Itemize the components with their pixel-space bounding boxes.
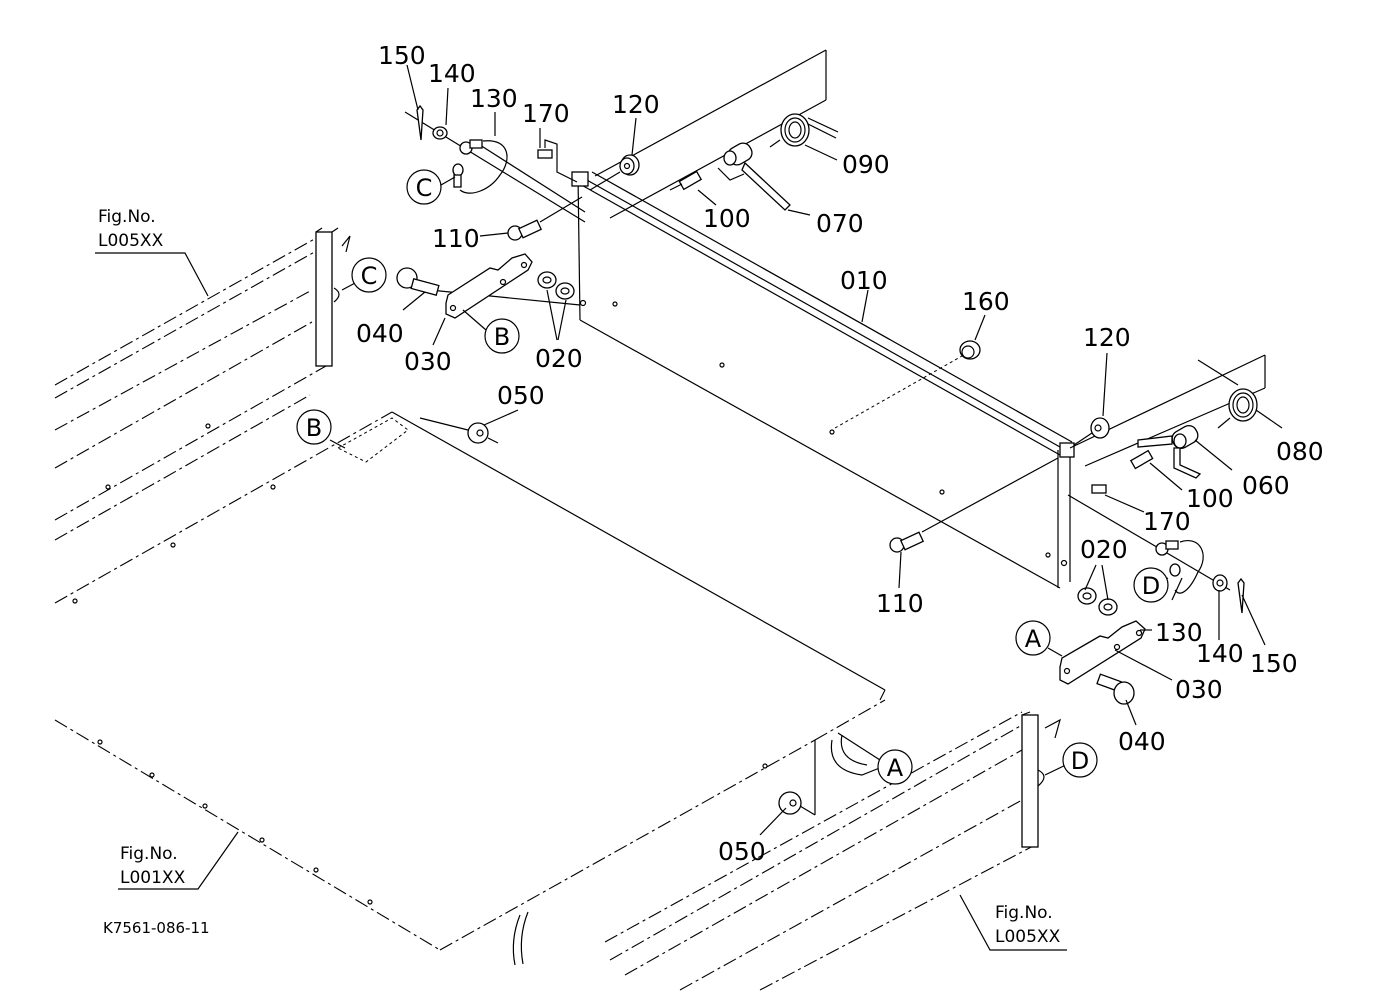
clip-170-right [1091,484,1107,494]
marker-c-top: C [406,169,442,205]
svg-text:Fig.No.: Fig.No. [995,903,1053,923]
left-side-gate [54,227,351,541]
bolt-040-left [396,267,440,296]
marker-b-link: B [484,318,520,354]
label-120-right: 120 [1083,323,1131,352]
nut-050-bottom [778,791,802,815]
washer-020-left-a [537,271,557,289]
svg-text:C: C [416,174,433,202]
bushing-160 [959,340,981,360]
svg-text:L005XX: L005XX [98,231,164,251]
label-100-top: 100 [703,204,751,233]
svg-text:A: A [887,754,904,782]
label-020-right: 020 [1080,535,1128,564]
spring-090 [769,113,839,148]
bolt-040-right [1096,673,1135,705]
hinge-assembly-right [834,340,1258,705]
marker-d-right: D [1133,567,1169,603]
svg-text:L001XX: L001XX [120,868,186,888]
washer-140-right [1212,574,1228,592]
clip-170 [537,149,553,159]
link-030-right [1059,620,1146,685]
floor-panel [54,411,886,966]
svg-text:Fig.No.: Fig.No. [98,207,156,227]
pin-130-right [1155,540,1204,594]
label-150-top: 150 [378,41,426,70]
cotter-pin-150 [416,104,424,141]
label-090: 090 [842,150,890,179]
marker-c-side: C [351,257,387,293]
lever-060 [1137,424,1202,479]
washer-140 [432,126,448,140]
label-150-right: 150 [1250,649,1298,678]
svg-text:B: B [306,414,322,442]
label-110-top: 110 [432,224,480,253]
drawing-code: K7561-086-11 [103,919,210,937]
label-140-top: 140 [428,59,476,88]
label-040-left: 040 [356,319,404,348]
label-050-top: 050 [497,381,545,410]
hinge-assembly-top [404,104,839,241]
marker-b-floor: B [296,409,332,445]
nut-050-top [419,417,499,444]
svg-text:C: C [361,262,378,290]
connection-markers: C C B B D A A D [296,169,1169,785]
label-010: 010 [840,266,888,295]
figure-reference-left-top[interactable]: Fig.No. L005XX [98,207,164,251]
cotter-pin-150-right [1237,577,1245,614]
label-130-right: 130 [1155,618,1203,647]
body-bracket-top [594,49,1266,467]
label-080: 080 [1276,437,1324,466]
tailgate-panel-010[interactable] [571,171,1075,589]
marker-d-bottom: D [1062,742,1098,778]
label-170-top: 170 [522,99,570,128]
washer-020-right-b [1098,598,1118,616]
figure-reference-bottom-left[interactable]: Fig.No. L001XX [120,844,186,888]
link-030-left [445,253,533,319]
bushing-120 [589,154,640,191]
svg-text:A: A [1025,625,1042,653]
bolt-110-bottom [889,457,1059,553]
right-side-gate [604,711,1061,991]
label-110-bottom: 110 [876,589,924,618]
label-040-right: 040 [1118,727,1166,756]
lever-070 [717,142,791,211]
label-130-top: 130 [470,84,518,113]
label-120-top: 120 [612,90,660,119]
label-100-right: 100 [1186,484,1234,513]
figure-reference-bottom-right[interactable]: Fig.No. L005XX [995,903,1061,947]
label-050-bottom: 050 [718,837,766,866]
svg-text:B: B [494,323,510,351]
svg-text:L005XX: L005XX [995,927,1061,947]
roller-100-right [1129,449,1154,470]
part-labels: 150 140 130 170 120 090 100 070 110 010 … [356,41,1324,866]
label-060: 060 [1242,471,1290,500]
marker-a-floor: A [877,749,913,785]
svg-text:Fig.No.: Fig.No. [120,844,178,864]
label-070: 070 [816,209,864,238]
bushing-120-right [1090,417,1110,439]
marker-a-right: A [1015,620,1051,656]
floor-bracket-b [336,417,409,463]
label-020-left: 020 [535,344,583,373]
leader-lines [95,64,1283,951]
washer-020-right-a [1077,587,1097,605]
svg-text:D: D [1071,747,1089,775]
pin-130 [452,139,508,194]
label-140-right: 140 [1196,639,1244,668]
link-assembly-left [396,253,581,319]
label-030-left: 030 [404,347,452,376]
svg-text:D: D [1142,572,1160,600]
washer-020-left-b [555,282,575,300]
roller-100-top [669,170,703,191]
spring-080 [1197,359,1258,429]
label-030-right: 030 [1175,675,1223,704]
label-160: 160 [962,287,1010,316]
bolt-110-top [507,196,583,241]
label-170-right: 170 [1143,507,1191,536]
